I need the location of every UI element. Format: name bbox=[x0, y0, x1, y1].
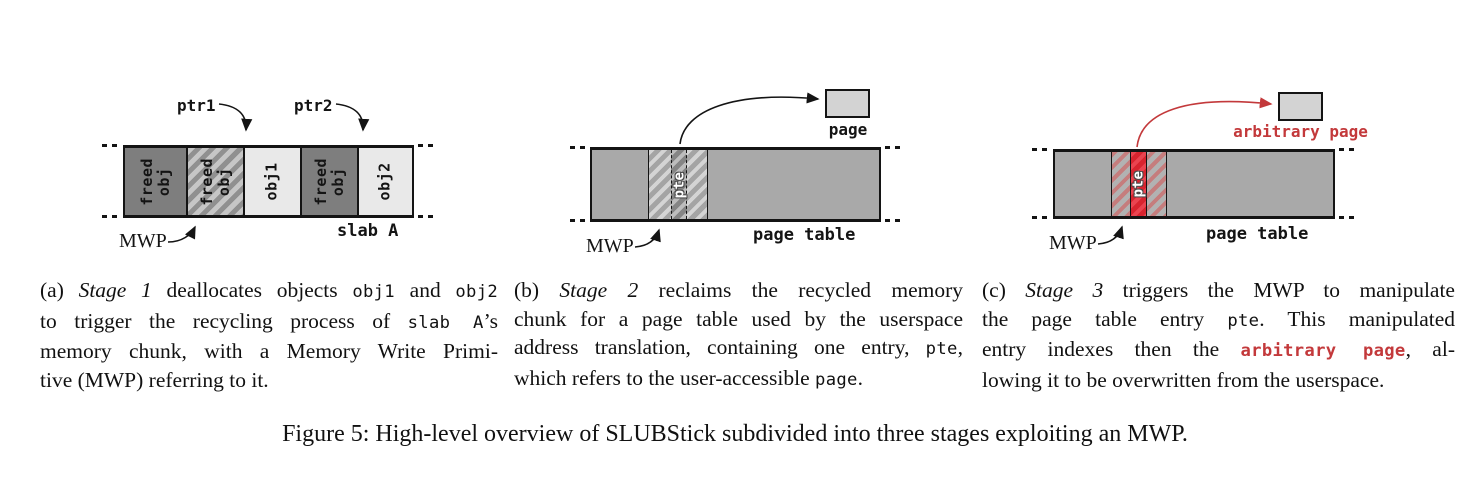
continuation-dashes bbox=[885, 219, 902, 222]
continuation-dashes bbox=[102, 215, 119, 218]
ptr1-arrow bbox=[218, 103, 253, 132]
page-label: page bbox=[828, 120, 868, 139]
arbitrary-page-box bbox=[1278, 92, 1323, 121]
continuation-dashes bbox=[885, 146, 902, 149]
continuation-dashes bbox=[418, 144, 435, 147]
caption-line: the page table entry pte. This manipulat… bbox=[982, 306, 1455, 331]
continuation-dashes bbox=[1339, 216, 1356, 219]
subcaption-c: (c) Stage 3 triggers the MWP to manipula… bbox=[982, 276, 1455, 394]
caption-line: address translation, containing one entr… bbox=[514, 335, 963, 359]
slab-segment-label: obj2 bbox=[376, 162, 395, 201]
caption-line: chunk for a page table used by the users… bbox=[514, 306, 963, 331]
slab-segment-obj2: obj2 bbox=[357, 148, 412, 215]
pte-entry-manipulated: pte bbox=[1130, 152, 1147, 216]
mwp-arrow-c bbox=[1097, 225, 1124, 245]
page-table-bar-c: pte bbox=[1053, 149, 1335, 219]
caption-line: (a) Stage 1 deallocates objects obj1 and… bbox=[40, 278, 498, 302]
continuation-dashes bbox=[1339, 148, 1356, 151]
caption-line: lowing it to be overwritten from the use… bbox=[982, 367, 1385, 392]
figure-caption: Figure 5: High-level overview of SLUBSti… bbox=[282, 421, 1188, 447]
caption-line: (c) Stage 3 triggers the MWP to manipula… bbox=[982, 278, 1455, 302]
mwp-label-b: MWP bbox=[586, 235, 634, 257]
continuation-dashes bbox=[1032, 148, 1049, 151]
subcaption-a: (a) Stage 1 deallocates objects obj1 and… bbox=[40, 276, 498, 394]
continuation-dashes bbox=[102, 144, 119, 147]
caption-line: to trigger the recycling process of slab… bbox=[40, 308, 499, 333]
continuation-dashes bbox=[418, 215, 435, 218]
ptr1-label: ptr1 bbox=[177, 96, 216, 115]
ptr2-label: ptr2 bbox=[294, 96, 333, 115]
mwp-arrow-a bbox=[167, 225, 196, 243]
caption-line: (b) Stage 2 reclaims the recycled memory bbox=[514, 278, 963, 302]
mwp-arrow-b bbox=[634, 228, 661, 248]
pte-label: pte bbox=[671, 171, 688, 198]
continuation-dashes bbox=[1032, 216, 1049, 219]
pte-label: pte bbox=[1130, 170, 1147, 198]
recycled-chunk-hatch: pte bbox=[648, 150, 708, 219]
continuation-dashes bbox=[570, 219, 587, 222]
pte-to-page-arrow bbox=[679, 92, 820, 145]
page-table-bar-b: pte bbox=[590, 147, 881, 222]
arbitrary-page-label: arbitrary page bbox=[1233, 122, 1368, 141]
pte-entry: pte bbox=[671, 150, 687, 219]
page-box bbox=[825, 89, 870, 118]
caption-line: memory chunk, with a Memory Write Primi- bbox=[40, 339, 498, 363]
slab-a-label: slab A bbox=[337, 221, 399, 241]
caption-line: tive (MWP) referring to it. bbox=[40, 367, 269, 392]
ptr2-arrow bbox=[335, 103, 370, 132]
continuation-dashes bbox=[570, 146, 587, 149]
slab-segment-label: obj1 bbox=[263, 162, 282, 201]
page-table-label-c: page table bbox=[1206, 224, 1309, 244]
caption-line: entry indexes then the arbitrary page, a… bbox=[982, 337, 1455, 361]
mwp-label-c: MWP bbox=[1049, 232, 1097, 254]
page-table-label-b: page table bbox=[753, 225, 856, 245]
slab-segment-obj1: obj1 bbox=[243, 148, 300, 215]
mwp-label-a: MWP bbox=[119, 230, 167, 252]
caption-line: which refers to the user-accessible page… bbox=[514, 365, 864, 390]
manipulated-chunk-hatch: pte bbox=[1111, 152, 1167, 216]
subcaption-b: (b) Stage 2 reclaims the recycled memory… bbox=[514, 276, 963, 394]
